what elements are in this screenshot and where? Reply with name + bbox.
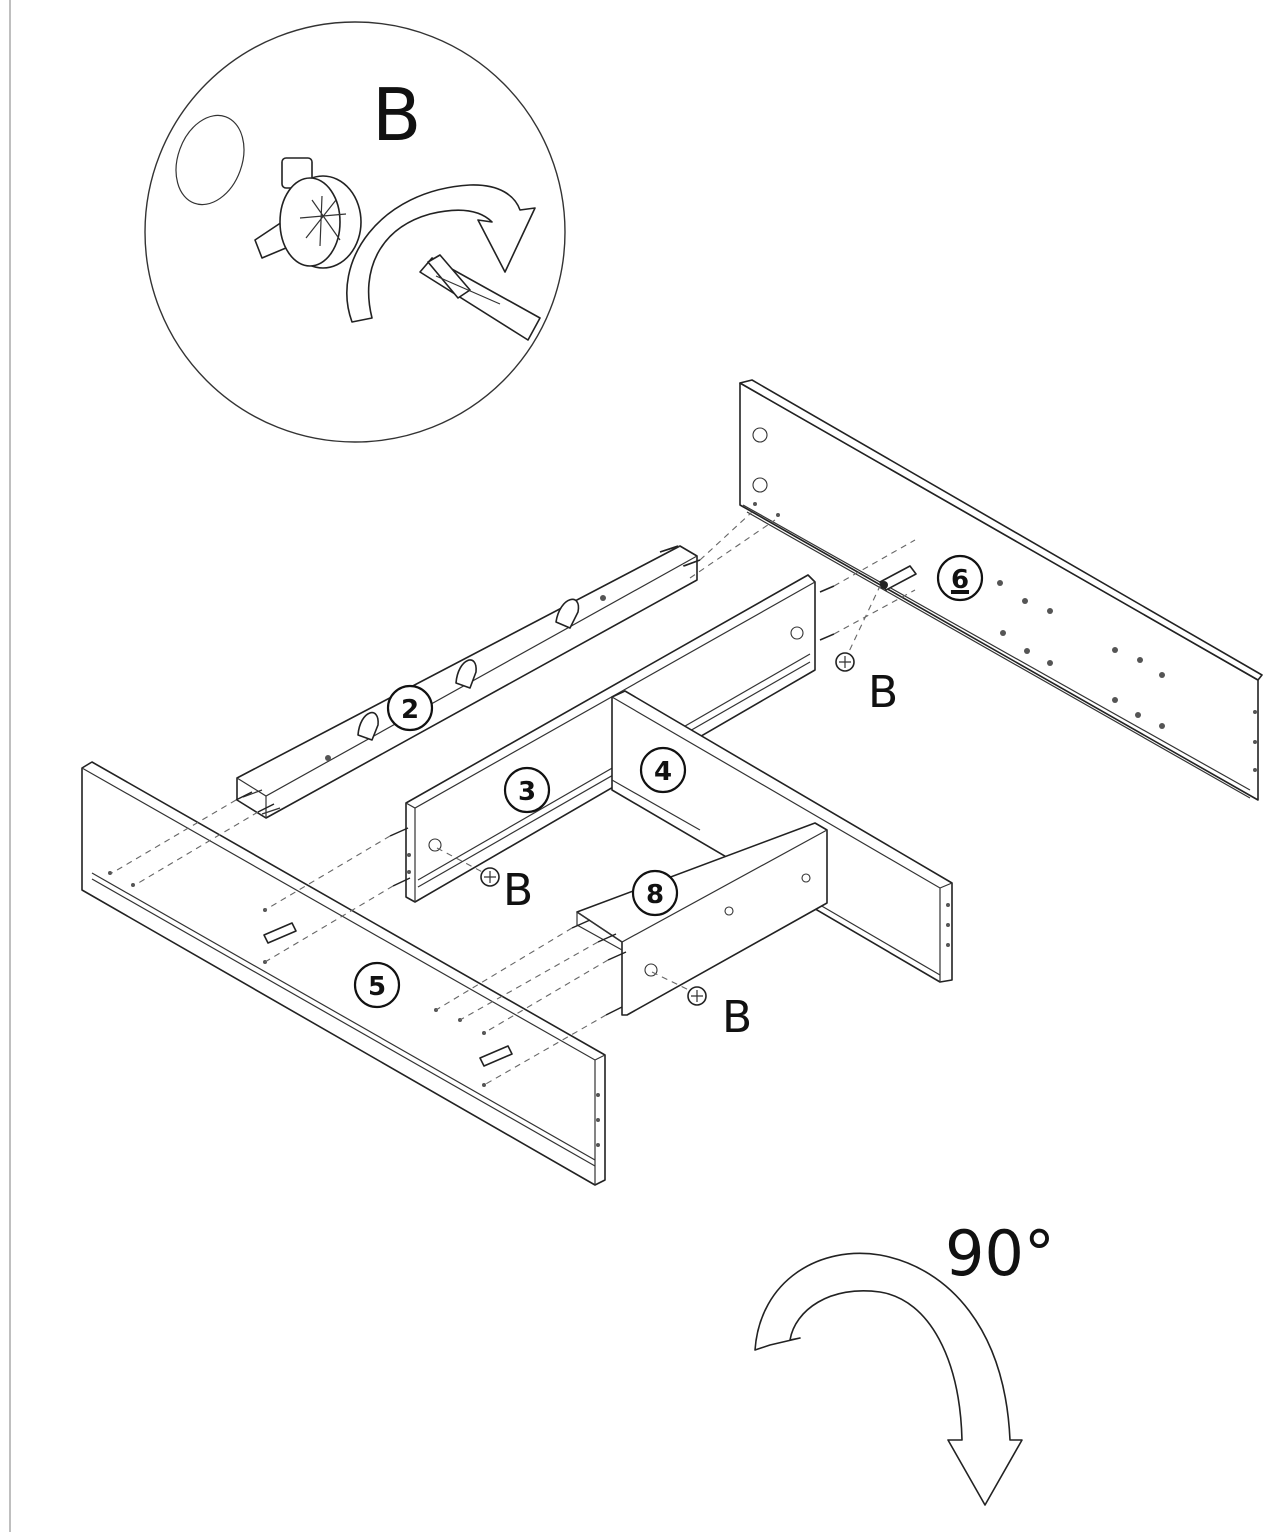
hook-icon: [357, 598, 580, 741]
cam-fitting-icon: [480, 652, 855, 1006]
detail-magnifier: B: [144, 21, 566, 443]
screwdriver-icon: [419, 254, 541, 341]
fitting-label-b: B: [868, 667, 898, 718]
part-callout-5: 5: [353, 961, 401, 1009]
svg-text:8: 8: [646, 880, 664, 910]
panel-8: [576, 822, 828, 1016]
panel-6: [739, 379, 1263, 801]
rotate-arrow-icon: [754, 1252, 1023, 1506]
svg-text:5: 5: [368, 972, 386, 1002]
fitting-label-b: B: [722, 992, 752, 1043]
part-callout-8: 8: [631, 869, 679, 917]
part-callout-6: 6: [936, 554, 984, 602]
fitting-label-b: B: [503, 865, 533, 916]
panel-5: [81, 761, 606, 1186]
svg-text:3: 3: [518, 777, 536, 807]
svg-text:2: 2: [401, 695, 419, 725]
left-frame-line: [9, 0, 11, 1532]
assembly-guide-lines: [111, 511, 916, 1086]
hole-icon: [175, 114, 245, 206]
rotation-label: 90°: [945, 1217, 1055, 1290]
part-callout-3: 3: [503, 766, 551, 814]
detail-fitting-label: B: [372, 73, 421, 157]
part-callout-4: 4: [639, 746, 687, 794]
svg-text:4: 4: [654, 757, 672, 787]
part-callout-2: 2: [386, 684, 434, 732]
clockwise-arrow-icon: [346, 184, 536, 323]
cam-lock-icon: [254, 157, 362, 269]
screw-pins: [235, 545, 835, 1016]
svg-text:6: 6: [951, 565, 969, 595]
